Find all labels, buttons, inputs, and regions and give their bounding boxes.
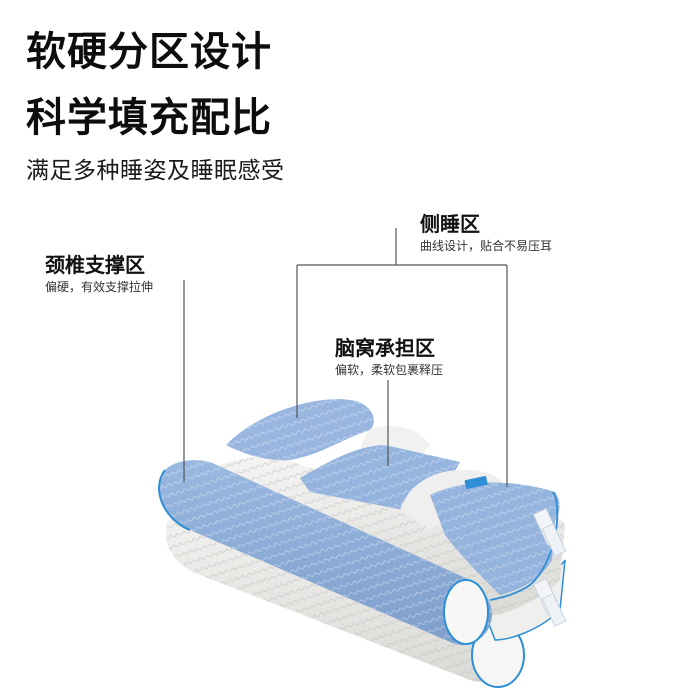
neck-support-roll bbox=[158, 460, 492, 645]
zone-occipital-title: 脑窝承担区 bbox=[335, 336, 435, 360]
subtitle: 满足多种睡姿及睡眠感受 bbox=[26, 158, 285, 184]
zone-side-desc: 曲线设计，贴合不易压耳 bbox=[420, 239, 553, 253]
zone-occipital-desc: 偏软，柔软包裹释压 bbox=[335, 363, 444, 377]
top-pillow-base bbox=[205, 456, 565, 616]
leader-lines bbox=[183, 228, 508, 487]
zone-neck-title: 颈椎支撑区 bbox=[45, 253, 145, 277]
headline-line-1: 软硬分区设计 bbox=[26, 29, 272, 75]
zone-neck-desc: 偏硬，有效支撑拉伸 bbox=[45, 280, 154, 294]
hang-tags bbox=[532, 507, 567, 627]
headline-line-2: 科学填充配比 bbox=[26, 95, 272, 141]
side-sleep-zone-right bbox=[400, 469, 560, 601]
zone-side-title: 侧睡区 bbox=[420, 212, 480, 236]
